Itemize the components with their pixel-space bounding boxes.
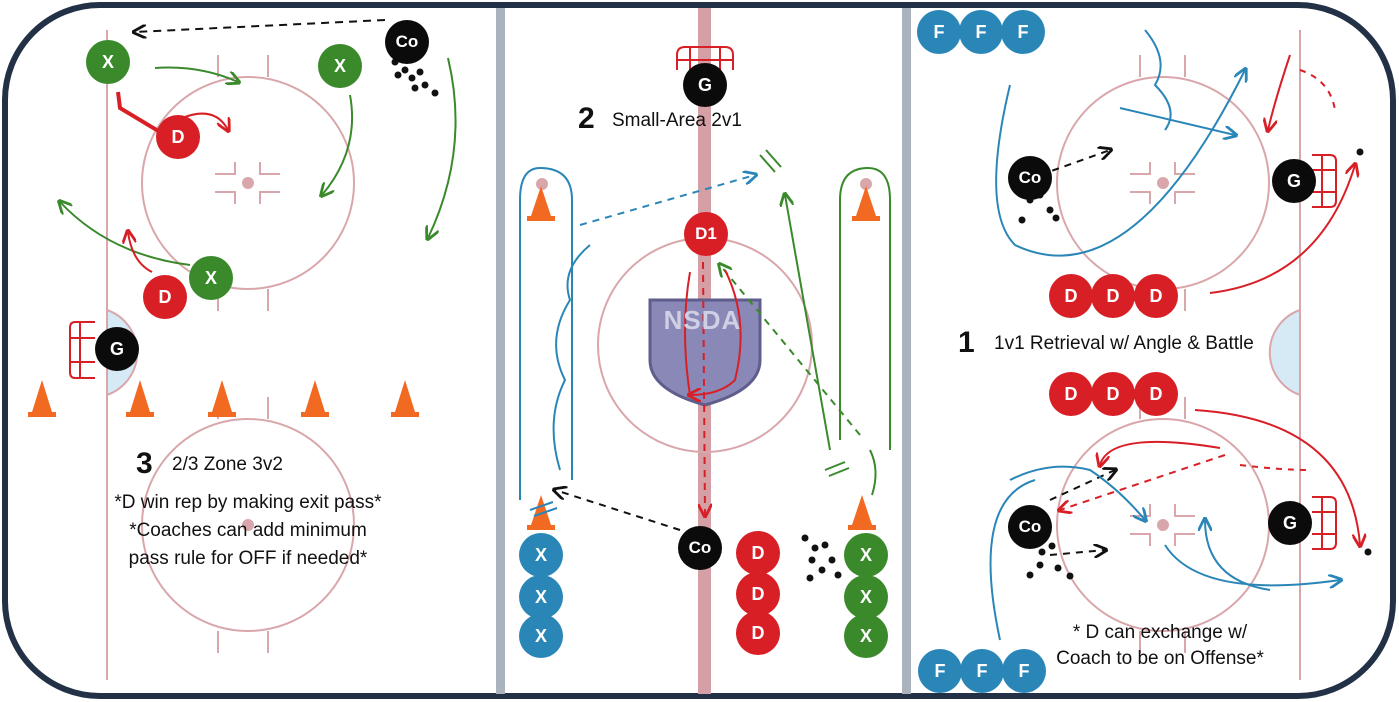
net-left-icon: [69, 321, 95, 379]
offense-player-x[interactable]: X: [844, 533, 888, 577]
logo-wordmark: NSDA: [663, 305, 742, 335]
forward-player-f[interactable]: F: [1002, 649, 1046, 693]
net-center-icon: [676, 46, 734, 70]
drill-1-title: 1v1 Retrieval w/ Angle & Battle: [994, 333, 1254, 354]
forward-player-x[interactable]: X: [519, 614, 563, 658]
drill-3-note-line2: *Coaches can add minimum: [129, 520, 367, 541]
forward-player-x[interactable]: X: [519, 575, 563, 619]
puck-pile-icon: [391, 58, 439, 97]
goalie-g[interactable]: G: [683, 63, 727, 107]
defense-player-d[interactable]: D: [1134, 372, 1178, 416]
drill-1-number: 1: [958, 326, 975, 359]
faceoff-dot-neutral-right: [860, 178, 872, 190]
net-right-top-icon: [1312, 154, 1337, 208]
defense-player-d[interactable]: D: [1049, 372, 1093, 416]
coach-co[interactable]: Co: [1008, 505, 1052, 549]
offense-player-x[interactable]: X: [844, 614, 888, 658]
defense-player-d[interactable]: D: [736, 531, 780, 575]
defense-player-d[interactable]: D: [1091, 372, 1135, 416]
drill-3-title: 2/3 Zone 3v2: [172, 454, 283, 475]
drill1-paths: [989, 29, 1360, 641]
offense-player-x[interactable]: X: [189, 256, 233, 300]
drill2-paths: [519, 149, 891, 531]
offense-player-x[interactable]: X: [318, 44, 362, 88]
forward-player-f[interactable]: F: [918, 649, 962, 693]
coach-co[interactable]: Co: [678, 526, 722, 570]
defense-player-d[interactable]: D: [1134, 274, 1178, 318]
zone-divider-right: [902, 8, 911, 694]
offense-player-x[interactable]: X: [86, 40, 130, 84]
drill-3-number: 3: [136, 447, 153, 480]
drill-3-note-line1: *D win rep by making exit pass*: [114, 492, 382, 513]
logo-shield-icon: [648, 298, 762, 407]
drill-2-title: Small-Area 2v1: [612, 110, 742, 131]
drill-1-note-line1: * D can exchange w/: [1072, 622, 1248, 643]
defense-player-d[interactable]: D: [736, 611, 780, 655]
goalie-g[interactable]: G: [1272, 159, 1316, 203]
defense-player-d[interactable]: D: [1049, 274, 1093, 318]
defense-player-d[interactable]: D: [143, 275, 187, 319]
faceoff-circle-left-top: [141, 55, 355, 311]
drill-1-note-line2: Coach to be on Offense*: [1056, 648, 1264, 669]
goalie-g[interactable]: G: [1268, 501, 1312, 545]
forward-player-f[interactable]: F: [960, 649, 1004, 693]
cone-icon: [28, 186, 880, 530]
net-right-bottom-icon: [1312, 496, 1337, 550]
defense-player-d[interactable]: D: [1091, 274, 1135, 318]
drill-3-note-line3: pass rule for OFF if needed*: [128, 548, 368, 569]
forward-player-f[interactable]: F: [1001, 10, 1045, 54]
coach-co[interactable]: Co: [385, 20, 429, 64]
goalie-g[interactable]: G: [95, 327, 139, 371]
defense-player-d[interactable]: D: [156, 115, 200, 159]
forward-player-f[interactable]: F: [959, 10, 1003, 54]
crease-right: [1268, 308, 1301, 397]
zone-divider-left: [496, 8, 505, 694]
defense-player-d[interactable]: D: [736, 572, 780, 616]
drill-2-number: 2: [578, 102, 595, 135]
forward-player-x[interactable]: X: [519, 533, 563, 577]
puck-pile-icon: [801, 534, 842, 582]
offense-player-x[interactable]: X: [844, 575, 888, 619]
defense-player-d1[interactable]: D1: [684, 212, 728, 256]
forward-player-f[interactable]: F: [917, 10, 961, 54]
coach-co[interactable]: Co: [1008, 156, 1052, 200]
faceoff-dot-neutral-left: [536, 178, 548, 190]
